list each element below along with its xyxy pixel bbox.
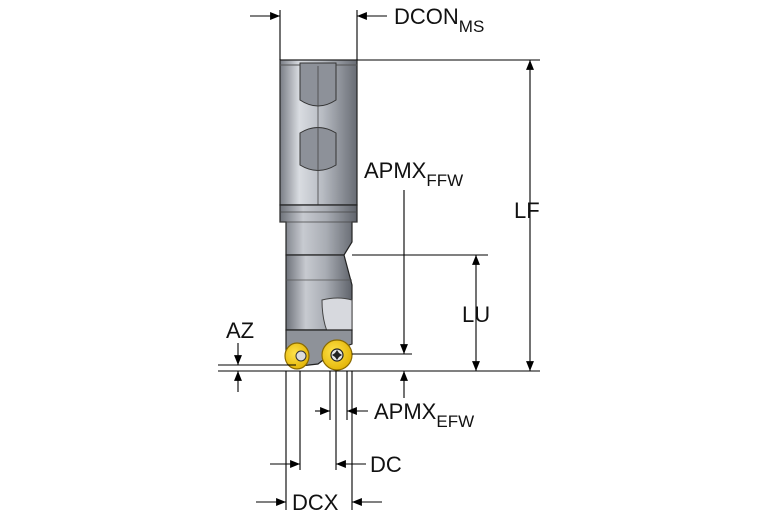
label-dcon: DCONMS <box>394 4 484 36</box>
label-dcx: DCX <box>292 490 339 515</box>
shank-taper <box>279 204 358 256</box>
label-dc: DC <box>370 452 402 477</box>
label-lf: LF <box>514 198 540 223</box>
dimension-labels: DCONMS APMXFFW LF LU AZ APMXEFW DC DCX <box>226 4 540 515</box>
label-apmx-ffw: APMXFFW <box>364 158 463 190</box>
round-insert-front <box>321 339 353 371</box>
label-az: AZ <box>226 318 254 343</box>
tool-body <box>279 59 358 367</box>
label-apmx-efw: APMXEFW <box>374 399 474 431</box>
label-lu: LU <box>462 302 490 327</box>
dimension-lines <box>218 10 540 510</box>
insert-screw-back <box>295 350 307 362</box>
round-insert-back <box>284 342 310 370</box>
